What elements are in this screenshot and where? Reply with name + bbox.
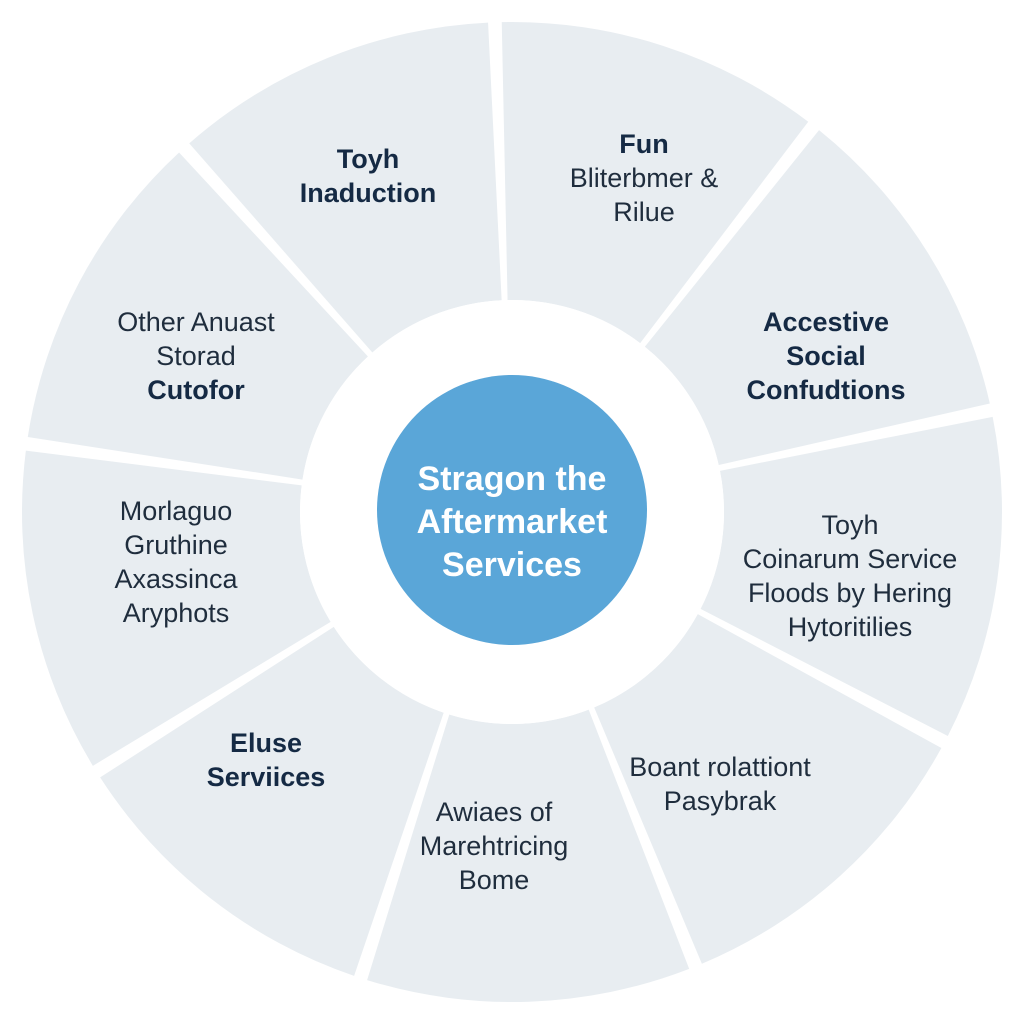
center-title-line-2: Aftermarket <box>417 503 608 541</box>
segment-s7-label-line-2: Serviices <box>207 762 326 792</box>
segment-s2-label-line-1: Fun <box>619 129 668 159</box>
segment-s6 <box>100 626 444 976</box>
segment-s1 <box>501 22 809 344</box>
segment-s7 <box>21 450 331 766</box>
segment-s9-label-line-3: Cutofor <box>147 375 245 405</box>
segment-s9 <box>189 22 502 353</box>
segment-s6-label-line-1: Awiaes of <box>436 797 553 827</box>
segment-s5 <box>367 709 690 1002</box>
center-title-line-3: Services <box>442 546 582 584</box>
segment-s1-label-line-2: Inaduction <box>300 178 437 208</box>
segment-s8-label-line-4: Aryphots <box>123 598 230 628</box>
segment-s8-label-line-2: Gruthine <box>124 530 228 560</box>
segment-s8 <box>27 152 368 480</box>
segment-s4-label-line-1: Toyh <box>821 510 878 540</box>
segment-s4-label-line-4: Hytoritilies <box>788 612 913 642</box>
segment-s2-label-line-2: Bliterbmer & <box>570 163 719 193</box>
segment-s6-label-line-2: Marehtricing <box>420 831 569 861</box>
segment-s4-label-line-2: Coinarum Service <box>743 544 958 574</box>
segment-s3 <box>700 416 1002 736</box>
segments-layer <box>21 22 1002 1002</box>
center-circle <box>377 375 647 645</box>
center-title-line-1: Stragon the <box>418 460 607 498</box>
segment-s7-label-line-1: Eluse <box>230 728 302 758</box>
segment-s2-label-line-3: Rilue <box>613 197 675 227</box>
segment-s4 <box>594 614 942 964</box>
segment-s4-label-line-3: Floods by Hering <box>748 578 952 608</box>
segment-s8-label-line-1: Morlaguo <box>120 496 233 526</box>
segment-s3-label-line-1: Accestive <box>763 307 889 337</box>
segment-s2 <box>644 130 990 466</box>
segment-s3-label-line-2: Social <box>786 341 866 371</box>
segment-s6-label-line-3: Bome <box>459 865 530 895</box>
segment-s8-label-line-3: Axassinca <box>114 564 238 594</box>
segment-s1-label-line-1: Toyh <box>337 144 400 174</box>
segment-s5-label-line-1: Boant rolattiont <box>629 752 811 782</box>
segment-s9-label-line-2: Storad <box>156 341 236 371</box>
segment-s5-label-line-2: Pasybrak <box>664 786 777 816</box>
center-title: Stragon the Aftermarket Services <box>417 460 608 584</box>
segment-s3-label-line-3: Confudtions <box>747 375 906 405</box>
segment-s9-label-line-1: Other Anuast <box>117 307 275 337</box>
